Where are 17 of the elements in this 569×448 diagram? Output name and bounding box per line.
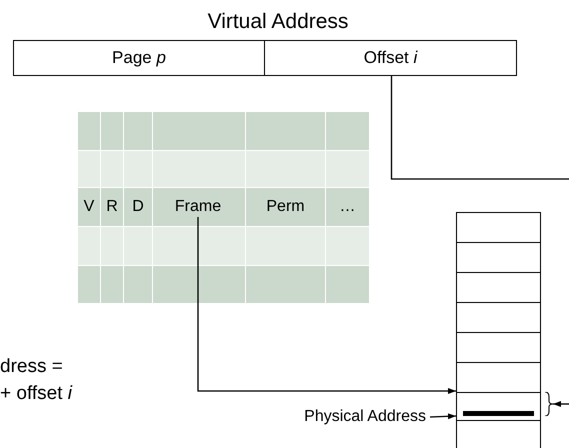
column-header: D xyxy=(132,197,144,217)
memory-frame xyxy=(457,392,540,421)
connector-arrow xyxy=(430,413,456,420)
column-header: … xyxy=(340,197,356,217)
column-header: Perm xyxy=(266,197,305,217)
column-header: R xyxy=(106,197,118,217)
formula-text: + offset i xyxy=(0,382,72,406)
column-header: V xyxy=(84,197,94,217)
brace xyxy=(545,392,553,416)
title: Virtual Address xyxy=(206,9,350,35)
address-field: Page p xyxy=(13,40,265,76)
connector-arrow xyxy=(197,217,456,394)
formula-text: dress = xyxy=(0,354,63,379)
memory-column xyxy=(456,212,541,448)
address-field: Offset i xyxy=(264,40,517,76)
arrow xyxy=(553,401,569,407)
text-label: Physical Address xyxy=(236,404,426,430)
